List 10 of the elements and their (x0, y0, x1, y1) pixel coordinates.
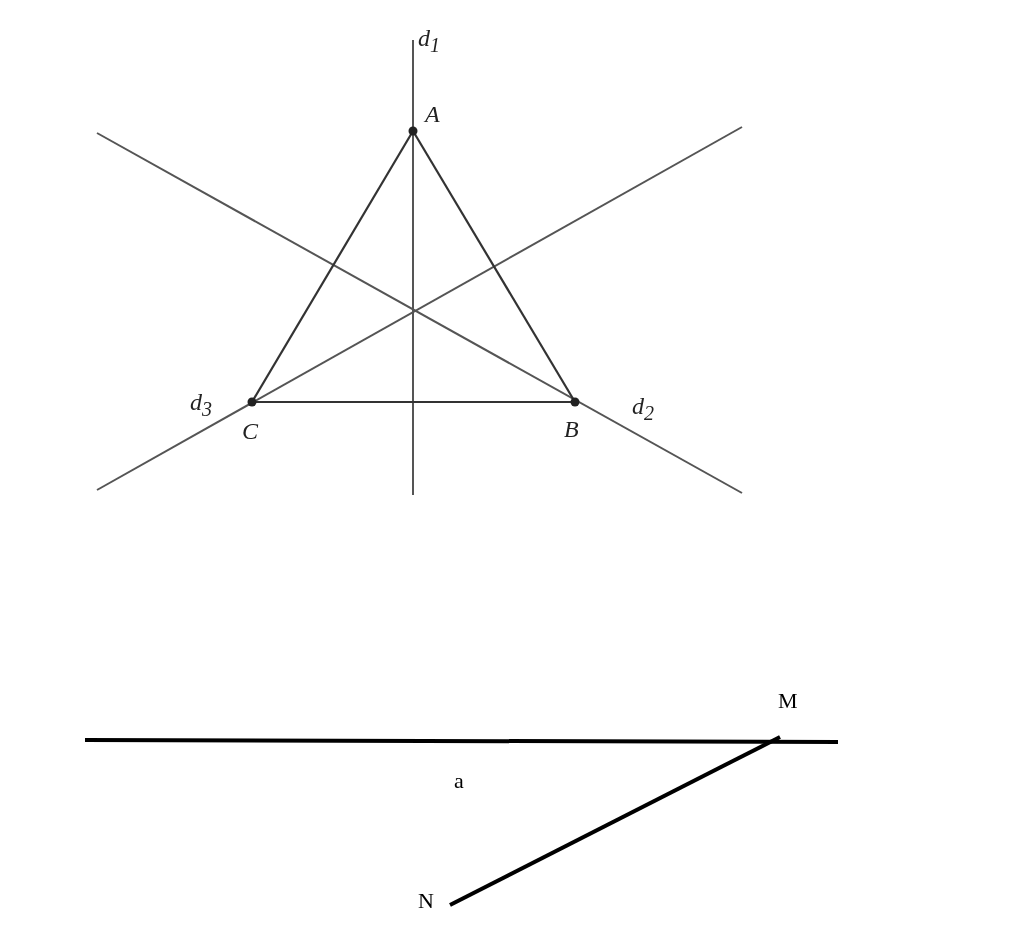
point-label: M (778, 690, 798, 712)
line-label: a (454, 770, 464, 792)
line-segment (449, 735, 781, 907)
point-label: N (418, 890, 434, 912)
line-label: d$_{2}$ (632, 394, 654, 423)
point-label: C (242, 419, 258, 443)
line-label: d$_{3}$ (190, 390, 212, 419)
line-label: d$_{1}$ (418, 26, 440, 55)
point-label: B (564, 417, 579, 441)
point-label: A (425, 102, 440, 126)
